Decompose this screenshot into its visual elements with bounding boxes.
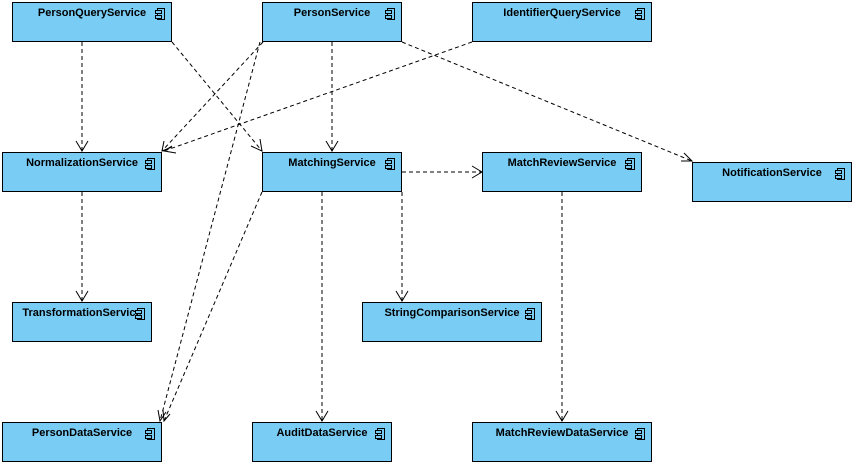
component-label: AuditDataService xyxy=(276,427,368,439)
component-icon xyxy=(625,158,635,170)
component-label: TransformationService xyxy=(22,307,142,319)
component-icon xyxy=(145,428,155,440)
component-match-review-data-service[interactable]: MatchReviewDataService xyxy=(472,422,652,462)
edge-person-notification xyxy=(401,41,693,162)
component-label: MatchingService xyxy=(288,157,376,169)
component-label: PersonDataService xyxy=(31,427,133,439)
component-label: MatchReviewDataService xyxy=(495,427,629,439)
component-icon xyxy=(145,158,155,170)
component-match-review-service[interactable]: MatchReviewService xyxy=(482,152,642,192)
component-notification-service[interactable]: NotificationService xyxy=(692,162,852,202)
edge-matching-persondata xyxy=(163,191,263,422)
component-icon xyxy=(835,168,845,180)
component-icon xyxy=(375,428,385,440)
component-person-data-service[interactable]: PersonDataService xyxy=(2,422,162,462)
component-label: NormalizationService xyxy=(26,157,138,169)
edge-person-normalization xyxy=(161,41,264,152)
component-transformation-service[interactable]: TransformationService xyxy=(12,302,152,342)
component-label: NotificationService xyxy=(722,167,822,179)
component-person-query-service[interactable]: PersonQueryService xyxy=(12,2,172,42)
component-label: PersonQueryService xyxy=(37,7,147,19)
edge-personquery-matching xyxy=(171,41,263,152)
component-label: PersonService xyxy=(293,7,371,19)
component-icon xyxy=(385,158,395,170)
component-person-service[interactable]: PersonService xyxy=(262,2,402,42)
component-icon xyxy=(635,428,645,440)
component-audit-data-service[interactable]: AuditDataService xyxy=(252,422,392,462)
component-icon xyxy=(635,8,645,20)
component-matching-service[interactable]: MatchingService xyxy=(262,152,402,192)
component-label: MatchReviewService xyxy=(507,157,617,169)
component-label: IdentifierQueryService xyxy=(503,7,621,19)
component-icon xyxy=(155,8,165,20)
component-label: StringComparisonService xyxy=(384,307,520,319)
component-identifier-query-service[interactable]: IdentifierQueryService xyxy=(472,2,652,42)
edge-identifierquery-normalization xyxy=(163,41,473,152)
component-normalization-service[interactable]: NormalizationService xyxy=(2,152,162,192)
component-icon xyxy=(525,308,535,320)
component-icon xyxy=(135,308,145,320)
edge-person-persondata xyxy=(159,41,261,422)
component-string-comparison-service[interactable]: StringComparisonService xyxy=(362,302,542,342)
component-icon xyxy=(385,8,395,20)
